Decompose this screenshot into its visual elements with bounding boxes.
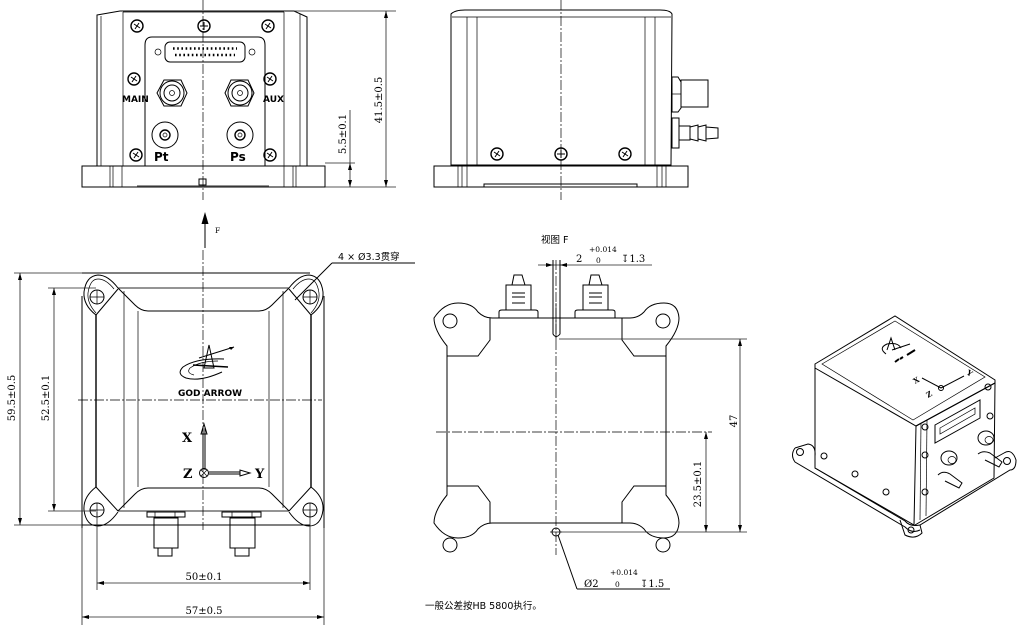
slot-upper-tol: +0.014 [589, 245, 617, 254]
dim-view-f-height: 47 [729, 415, 740, 428]
dim-outer-height: 59.5±0.5 [7, 375, 18, 422]
pt-label: Pt [154, 150, 169, 164]
bottom-fitting-left [146, 511, 186, 557]
view-f-fitting-left [498, 274, 539, 318]
view-f: 视图 F 2 +0.014 0 ↧1.3 [425, 234, 747, 612]
view-arrow-label: F [215, 226, 220, 235]
aux-label: AUX [263, 95, 284, 105]
logo-text: GOD ARROW [178, 389, 242, 399]
front-view: MAIN AUX Pt Ps 41.5±0.5 5.5±0.1 [81, 0, 396, 200]
mounting-lug-tl [83, 274, 119, 316]
ps-port [226, 121, 254, 149]
general-tolerance-note: 一般公差按HB 5800执行。 [425, 600, 542, 612]
slot-lower-tol: 0 [596, 256, 601, 265]
view-f-fitting-right [574, 274, 616, 318]
pt-port [151, 121, 179, 149]
bottom-fitting-right [221, 511, 262, 557]
iso-screw-icons [820, 383, 994, 496]
view-arrow-f: F [201, 212, 220, 248]
dim-view-f-offset: 23.5±0.1 [693, 461, 704, 508]
god-arrow-logo: GOD ARROW [178, 344, 242, 399]
isometric-view: X Z Y [792, 315, 1017, 538]
pin-lower-tol: 0 [615, 580, 620, 589]
slot-nominal: 2 [576, 254, 582, 265]
dim-height-total: 41.5±0.5 [374, 77, 385, 124]
pin-depth: ↧1.5 [640, 579, 664, 590]
axis-z-label: Z [183, 467, 193, 482]
iso-fittings [937, 430, 1003, 489]
iso-axis-x-label: X [912, 375, 922, 386]
view-f-title: 视图 F [541, 234, 568, 246]
pin-upper-tol: +0.014 [610, 568, 638, 577]
screw-icons [127, 19, 277, 162]
dim-hole-spacing-vertical: 52.5±0.1 [41, 375, 52, 422]
aux-connector [224, 79, 255, 107]
dim-base-height: 5.5±0.1 [338, 114, 349, 154]
slot-depth: ↧1.3 [621, 254, 645, 265]
hole-callout: 4 × Ø3.3贯穿 [338, 251, 400, 263]
iso-axis-z-label: Z [925, 389, 935, 400]
mounting-lug-br [288, 486, 324, 527]
iso-axis-triad: X Z Y [912, 367, 975, 399]
mounting-lug-tr [288, 274, 324, 316]
dim-hole-spacing-horizontal: 50±0.1 [185, 572, 222, 583]
axis-x-label: X [182, 431, 193, 446]
side-barb-fitting [671, 117, 719, 149]
dim-outer-width: 57±0.5 [185, 606, 222, 617]
ps-label: Ps [230, 150, 246, 164]
mounting-lug-bl [83, 486, 119, 527]
side-nut-fitting [671, 76, 709, 113]
top-view: GOD ARROW X Z Y [7, 250, 415, 625]
pin-nominal: Ø2 [584, 579, 599, 590]
iso-logo [881, 336, 916, 363]
axis-y-label: Y [254, 467, 265, 482]
iso-axis-y-label: Y [964, 367, 975, 378]
db-connector-pins [173, 47, 237, 57]
side-view [433, 0, 719, 200]
main-label: MAIN [122, 95, 149, 105]
axis-triad: X Z Y [182, 422, 265, 482]
main-connector [156, 79, 188, 107]
